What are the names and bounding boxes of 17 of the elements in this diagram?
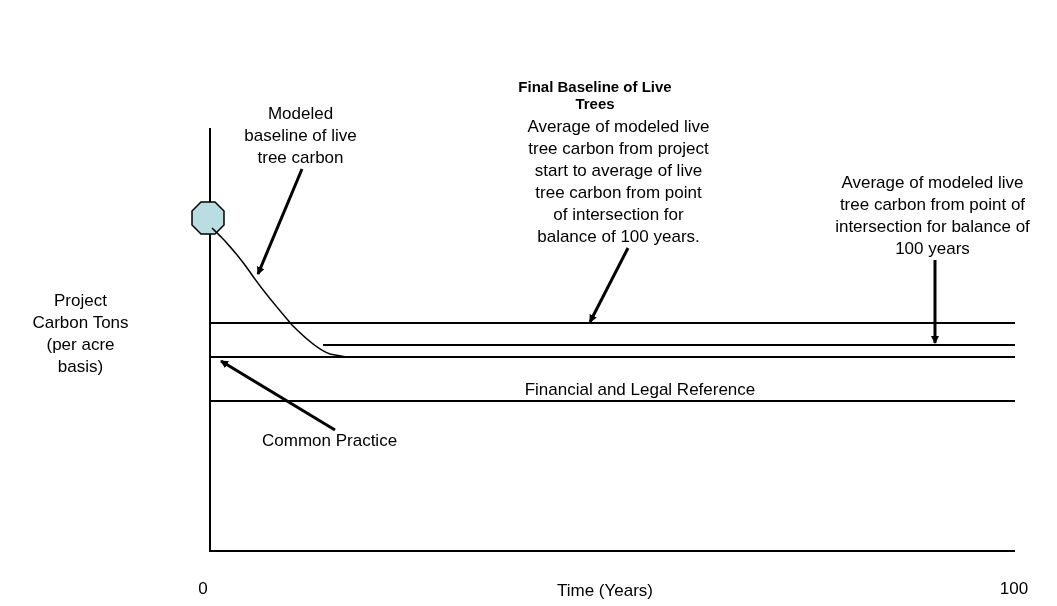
axis-title: Time (Years) [555, 580, 654, 602]
axis-title: Project Carbon Tons (per acre basis) [31, 290, 130, 378]
callout-text: Average of modeled live tree carbon from project start to average of live tree carbon from point of intersection for balance of 100 years. [526, 116, 711, 248]
callout-text: Modeled baseline of live tree carbon [238, 103, 363, 169]
leader-arrow [931, 260, 939, 344]
leader-arrow [588, 247, 630, 323]
baseline-line [209, 356, 1016, 358]
baseline-line [322, 344, 1016, 346]
line-label: Financial and Legal Reference [523, 379, 757, 401]
callout-text: Common Practice [262, 430, 422, 452]
leader-arrow [256, 168, 304, 275]
baseline-line [209, 322, 1016, 324]
tick-label: 0 [197, 578, 209, 600]
tick-label: 100 [998, 578, 1030, 600]
callout-text: Average of modeled live tree carbon from point of intersection for balance of 100 years [830, 172, 1035, 260]
callout-heading: Final Baseline of Live Trees [517, 78, 673, 112]
leader-arrow [220, 359, 336, 432]
